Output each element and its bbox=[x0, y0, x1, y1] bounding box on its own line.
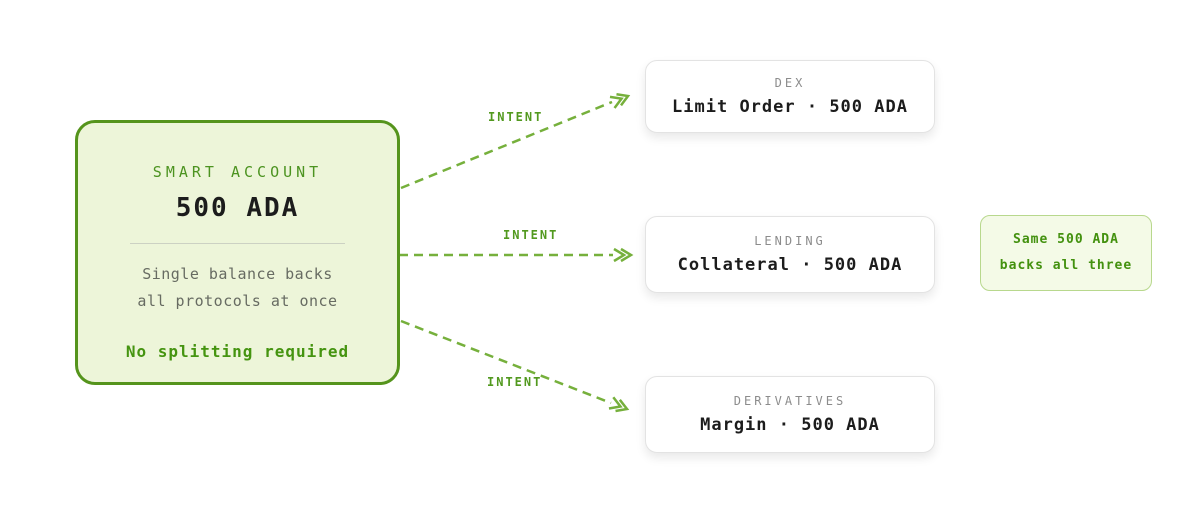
protocol-card-dex: DEX Limit Order · 500 ADA bbox=[645, 60, 935, 133]
same-balance-note: Same 500 ADA backs all three bbox=[980, 215, 1152, 291]
intent-label-derivatives: INTENT bbox=[487, 375, 543, 389]
protocol-detail: Margin · 500 ADA bbox=[700, 415, 880, 435]
protocol-detail: Collateral · 500 ADA bbox=[677, 255, 903, 275]
intent-arrow-dex bbox=[400, 92, 631, 190]
smart-account-title: SMART ACCOUNT bbox=[152, 163, 323, 181]
intent-label-dex: INTENT bbox=[488, 110, 544, 124]
protocol-category: DERIVATIVES bbox=[733, 394, 847, 408]
smart-account-card: SMART ACCOUNT 500 ADA Single balance bac… bbox=[75, 120, 400, 385]
intent-arrow-lending bbox=[399, 247, 634, 263]
intent-arrow-derivatives bbox=[400, 319, 630, 413]
intent-label-lending: INTENT bbox=[503, 228, 559, 242]
protocol-card-derivatives: DERIVATIVES Margin · 500 ADA bbox=[645, 376, 935, 453]
description-line-2: all protocols at once bbox=[137, 292, 338, 310]
card-divider bbox=[130, 243, 345, 244]
protocol-detail: Limit Order · 500 ADA bbox=[672, 97, 908, 117]
protocol-category: DEX bbox=[774, 76, 806, 90]
protocol-card-lending: LENDING Collateral · 500 ADA bbox=[645, 216, 935, 293]
protocol-category: LENDING bbox=[754, 234, 826, 248]
smart-account-description: Single balance backs all protocols at on… bbox=[137, 261, 337, 315]
description-line-1: Single balance backs bbox=[142, 265, 333, 283]
note-line-2: backs all three bbox=[999, 258, 1133, 273]
no-splitting-note: No splitting required bbox=[125, 342, 350, 361]
note-line-1: Same 500 ADA bbox=[1013, 232, 1119, 247]
smart-account-balance: 500 ADA bbox=[175, 193, 300, 223]
